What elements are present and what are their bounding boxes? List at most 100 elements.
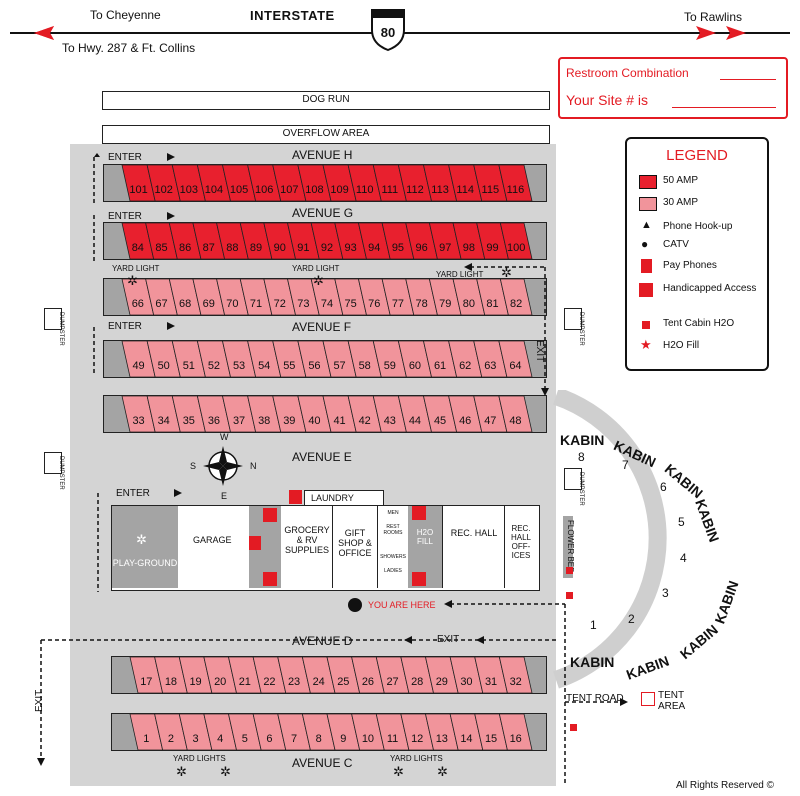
site-number: 115 — [481, 184, 500, 196]
site-23 — [277, 657, 311, 693]
to-cheyenne-label: To Cheyenne — [90, 8, 161, 22]
rec-hall-label: REC. HALL — [450, 528, 498, 538]
site-number: 26 — [361, 676, 375, 688]
site-number: 110 — [355, 184, 374, 196]
site-61 — [423, 341, 458, 377]
site-number: 31 — [484, 676, 498, 688]
site-106 — [247, 165, 282, 201]
site-101 — [121, 165, 156, 201]
site-87 — [192, 223, 225, 259]
garage-label: GARAGE — [193, 535, 232, 545]
site-72 — [263, 279, 296, 315]
h2o-fill-icon: ★ — [640, 337, 652, 352]
site-number: 73 — [297, 298, 310, 310]
yard-light-icon: ✲ — [393, 764, 404, 779]
site-52 — [196, 341, 231, 377]
site-number: 17 — [140, 676, 153, 688]
site-number: 10 — [361, 733, 375, 745]
site-33 — [121, 396, 156, 432]
yard-light-icon: ✲ — [313, 273, 324, 288]
site-number: 97 — [439, 242, 452, 254]
dog-run-area: DOG RUN — [102, 91, 550, 110]
site-number: 49 — [132, 360, 145, 372]
site-number: 7 — [291, 733, 298, 745]
exit-label-east: EXIT — [534, 340, 545, 363]
enter-label-h: ENTER — [108, 152, 142, 163]
site-8 — [301, 714, 336, 750]
site-1 — [129, 714, 164, 750]
site-number: 30 — [460, 676, 473, 688]
site-34 — [146, 396, 181, 432]
site-70 — [216, 279, 249, 315]
dumpster-icon — [564, 308, 582, 330]
site-number: 81 — [486, 298, 499, 310]
site-14 — [449, 714, 484, 750]
overflow-area: OVERFLOW AREA — [102, 125, 550, 144]
site-66 — [121, 279, 155, 315]
avenue-h-label: AVENUE H — [292, 148, 353, 162]
site-number: 64 — [509, 360, 522, 372]
site-113 — [423, 165, 458, 201]
yard-lights-label: YARD LIGHTS — [173, 754, 226, 763]
site-number: 80 — [462, 298, 475, 310]
site-48 — [498, 396, 533, 432]
site-number: 43 — [383, 415, 396, 427]
site-number: 57 — [333, 360, 346, 372]
amp30-swatch — [639, 197, 657, 211]
site-74 — [310, 279, 344, 315]
site-80 — [452, 279, 486, 315]
site-number: 72 — [273, 298, 286, 310]
site-number: 113 — [431, 184, 449, 196]
site-67 — [145, 279, 178, 315]
site-36 — [196, 396, 231, 432]
site-number: 44 — [408, 415, 422, 427]
avenue-d-label: AVENUE D — [292, 634, 353, 648]
site-number: 85 — [155, 242, 168, 254]
site-115 — [473, 165, 508, 201]
dumpster-icon — [44, 452, 62, 474]
site-92 — [310, 223, 344, 259]
site-number: 92 — [320, 242, 334, 254]
site-number: 53 — [232, 360, 246, 372]
site-row-graphic — [112, 714, 546, 750]
site-number: 95 — [391, 242, 405, 254]
site-row-graphic — [104, 165, 546, 201]
site-number: 107 — [280, 184, 299, 196]
site-90 — [263, 223, 296, 259]
site-110 — [347, 165, 382, 201]
handicapped-icon — [412, 572, 426, 586]
site-number: 37 — [232, 415, 246, 427]
site-row-graphic — [104, 341, 546, 377]
phone-hookup-icon: ▲ — [641, 219, 652, 231]
site-112 — [397, 165, 432, 201]
site-6 — [252, 714, 287, 750]
avenue-f-label: AVENUE F — [292, 320, 352, 334]
site-number: 102 — [154, 184, 173, 196]
site-number: 68 — [178, 298, 192, 310]
site-44 — [397, 396, 432, 432]
site-45 — [423, 396, 458, 432]
site-number: 111 — [381, 184, 399, 196]
yard-lights-label: YARD LIGHTS — [390, 754, 443, 763]
you-are-here-icon — [348, 598, 362, 612]
compass-w: W — [220, 432, 229, 442]
pay-phone-icon — [641, 259, 652, 273]
site-76 — [358, 279, 391, 315]
site-32 — [498, 657, 533, 693]
site-number: 35 — [182, 415, 195, 427]
site-number: 42 — [358, 415, 371, 427]
kabin-circle — [553, 390, 667, 689]
site-100 — [499, 223, 533, 259]
legend: LEGEND 50 AMP 30 AMP ▲ Phone Hook-up ● C… — [625, 137, 769, 371]
kabin-8: KABIN 8 — [560, 432, 605, 464]
site-21 — [228, 657, 262, 693]
site-number: 38 — [258, 415, 271, 427]
site-89 — [239, 223, 273, 259]
site-number: 14 — [460, 733, 473, 745]
site-31 — [474, 657, 508, 693]
site-number: 47 — [484, 415, 497, 427]
interstate-shield-icon — [371, 9, 405, 52]
